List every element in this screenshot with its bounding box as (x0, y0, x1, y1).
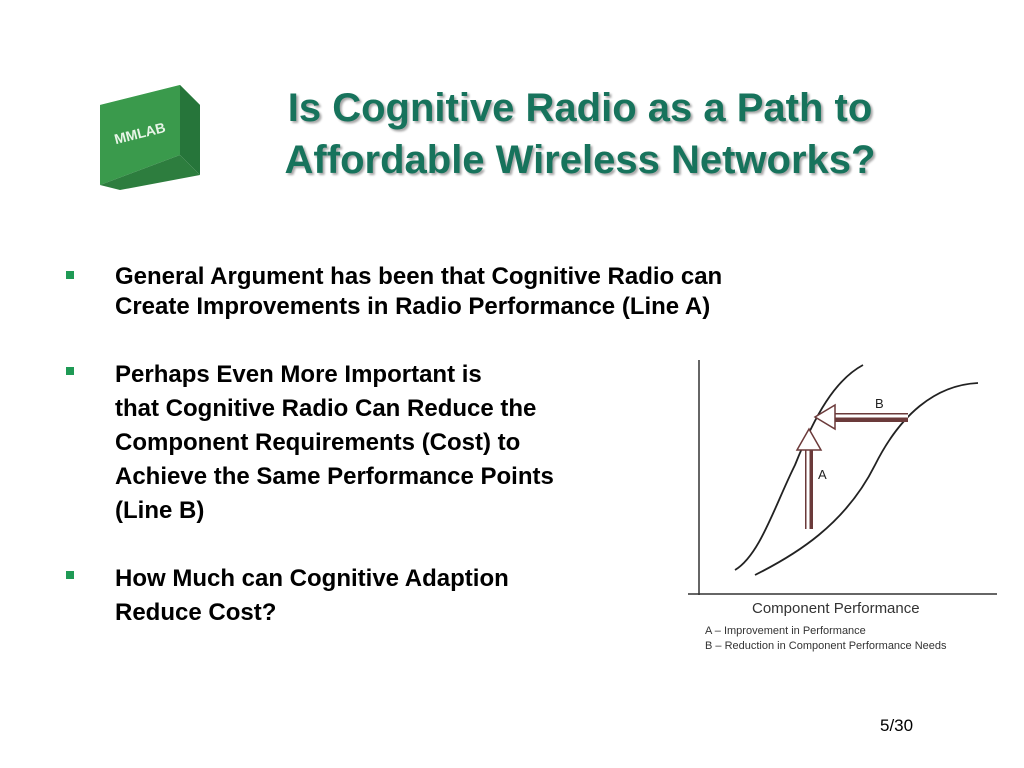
bullet-line: Perhaps Even More Important is (115, 361, 482, 388)
logo-front-face (100, 85, 180, 185)
bullet-text: General Argument has been that Cognitive… (115, 262, 722, 322)
diagram-x-label: Component Performance (752, 600, 920, 617)
logo-side-face (180, 85, 200, 175)
title-line-1: Is Cognitive Radio as a Path to (287, 86, 873, 130)
slide-title: Is Cognitive Radio as a Path to Affordab… (200, 82, 960, 186)
bullet-text: How Much can Cognitive Adaption Reduce C… (115, 562, 509, 630)
curve-right (754, 382, 979, 576)
bullet-line: General Argument has been that Cognitive… (115, 263, 723, 290)
bullet-line: (Line B) (115, 497, 205, 524)
bullet-marker-icon (66, 367, 74, 375)
legend-b: B – Reduction in Component Performance N… (705, 640, 947, 652)
mmlab-logo: MMLAB (100, 85, 200, 190)
bullet-line: that Cognitive Radio Can Reduce the (115, 395, 537, 422)
bullet-line: Create Improvements in Radio Performance… (115, 293, 711, 320)
arrow-b-icon (813, 403, 908, 431)
performance-diagram: A B Component Performance A – Improvemen… (688, 360, 997, 652)
arrow-a-icon (795, 427, 823, 529)
bullet-line: Component Requirements (Cost) to (115, 429, 521, 456)
logo-bottom-face (100, 155, 200, 190)
slide-number: 5/30 (880, 716, 914, 735)
bullet-line: Achieve the Same Performance Points (115, 463, 554, 490)
bullet-text: Perhaps Even More Important is that Cogn… (115, 358, 554, 528)
bullet-line: How Much can Cognitive Adaption (115, 565, 509, 592)
title-line-2: Affordable Wireless Networks? (284, 138, 876, 182)
curve-left (734, 364, 864, 571)
label-b: B (875, 396, 884, 411)
bullet-line: Reduce Cost? (115, 599, 277, 626)
bullet-marker-icon (66, 271, 74, 279)
bullet-marker-icon (66, 571, 74, 579)
label-a: A (818, 467, 827, 482)
legend-a: A – Improvement in Performance (705, 625, 866, 637)
